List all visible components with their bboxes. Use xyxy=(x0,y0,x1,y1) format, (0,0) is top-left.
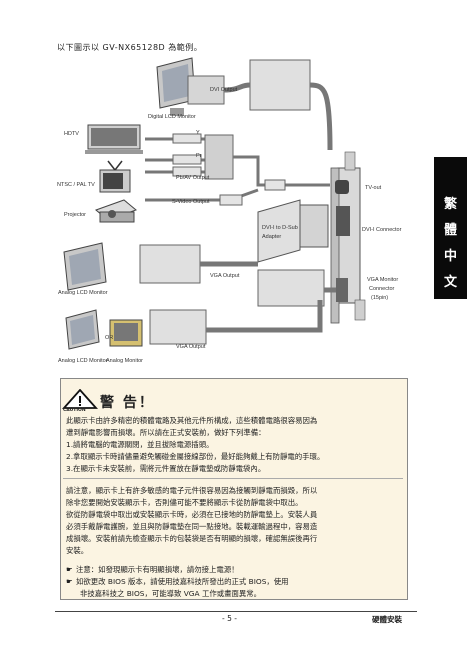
label-dvi-output: DVI Output xyxy=(210,87,238,93)
caution-para2-line: 請注意，顯示卡上有許多敏感的電子元件很容易因為接觸到靜電而損毀，所以 xyxy=(66,486,318,495)
projector-icon xyxy=(95,199,137,223)
label-dvi-dsub-1: DVI-I to D-Sub xyxy=(262,225,298,231)
label-vga-monitor-3: (15pin) xyxy=(371,295,388,301)
caution-para1-line: 3.在顯示卡未安裝前，需將元件置放在靜電墊或防靜電袋內。 xyxy=(66,464,266,473)
caution-para2-line: 除非您要開始安裝顯示卡，否則儘可能不要將顯示卡從防靜電袋中取出。 xyxy=(66,498,303,507)
dvi-cable xyxy=(187,59,333,151)
tv-out-port-icon xyxy=(335,180,349,194)
label-y: Y xyxy=(196,130,200,136)
footer-rule xyxy=(55,611,417,612)
caution-note-continued: 非技嘉科技之 BIOS，可能導致 VGA 工作或畫面異常。 xyxy=(80,589,262,598)
label-pb-av: Pb/AV Output xyxy=(176,175,210,181)
digital-lcd-monitor-icon xyxy=(156,57,196,116)
bottom-monitors xyxy=(65,309,143,350)
caution-title: 警 告！ xyxy=(100,395,155,411)
caution-para2-line: 欲從防靜電袋中取出或安裝顯示卡時，必須在已接地的防靜電墊上。安裝人員 xyxy=(66,510,318,519)
caution-box xyxy=(60,378,408,600)
label-pr: Pr xyxy=(196,153,202,159)
caution-para1-line: 2.拿取顯示卡時請儘量避免觸碰金屬接線部份，最好能夠戴上有防靜電的手環。 xyxy=(66,452,325,461)
label-vga-output-2: VGA Output xyxy=(176,344,206,350)
caution-word: CAUTION xyxy=(63,408,86,413)
side-tab-char: 文 xyxy=(443,275,457,290)
label-analog-lcd-2: Analog LCD Monitor xyxy=(58,358,108,364)
label-tv-out: TV-out xyxy=(365,185,382,191)
caution-para1-line: 此顯示卡由許多精密的積體電路及其他元件所構成，這些積體電路很容易因為 xyxy=(66,416,318,425)
note-text: 注意：如發現顯示卡有明顯損壞，請勿接上電源！ xyxy=(76,565,239,574)
label-svideo: S-Video Output xyxy=(172,199,210,205)
label-ntsc-pal: NTSC / PAL TV xyxy=(57,182,95,188)
label-dvi-connector: DVI-I Connector xyxy=(362,227,402,233)
label-analog-lcd-1: Analog LCD Monitor xyxy=(58,290,108,296)
graphics-card xyxy=(330,151,366,324)
intro-text: 以下圖示以 GV-NX65128D 為範例。 xyxy=(57,43,203,52)
label-vga-monitor-2: Connector xyxy=(369,286,395,292)
connection-diagram: Digital LCD Monitor DVI Output HDTV NTSC… xyxy=(57,57,402,364)
caution-para2-line: 成損壞。安裝前請先檢查顯示卡的包裝袋是否有明顯的損壞，確認無誤後再行 xyxy=(66,534,318,543)
section-title: 硬體安裝 xyxy=(372,615,402,624)
label-vga-output-1: VGA Output xyxy=(210,273,240,279)
component-cables xyxy=(145,133,330,206)
caution-note: ☛如欲更改 BIOS 版本，請使用技嘉科技所發出的正式 BIOS，使用 xyxy=(66,576,289,587)
hdtv-icon xyxy=(85,124,143,154)
side-tab-char: 繁 xyxy=(443,197,457,212)
label-analog-monitor: Analog Monitor xyxy=(106,358,143,364)
vga-port-icon xyxy=(336,278,348,302)
dvi-dsub-adapter-icon xyxy=(257,199,329,263)
vga-cables xyxy=(139,244,336,345)
label-hdtv: HDTV xyxy=(64,131,79,137)
label-dvi-dsub-2: Adapter xyxy=(262,234,281,240)
pointing-hand-icon: ☛ xyxy=(66,577,73,586)
side-tab-char: 體 xyxy=(443,223,457,238)
caution-note: ☛注意：如發現顯示卡有明顯損壞，請勿接上電源！ xyxy=(66,564,239,575)
label-digital-lcd: Digital LCD Monitor xyxy=(148,114,196,120)
caution-para1-line: 1.請將電腦的電源關閉，並且拔除電源插頭。 xyxy=(66,440,214,449)
caution-para2-line: 安裝。 xyxy=(66,546,89,555)
caution-para2-line: 必須手戴靜電護腕，並且與防靜電墊在同一點接地。裝載運輸過程中，容易造 xyxy=(66,522,318,531)
language-side-tab: 繁 體 中 文 xyxy=(434,157,467,299)
caution-para1-line: 遭到靜電影響而損壞。所以請在正式安裝前，做好下列準備： xyxy=(66,428,266,437)
label-or: OR xyxy=(105,335,113,341)
analog-lcd-monitor-icon xyxy=(63,242,107,291)
label-vga-monitor-1: VGA Monitor xyxy=(367,277,398,283)
dvi-port-icon xyxy=(336,206,350,236)
label-projector: Projector xyxy=(64,212,86,218)
ntsc-tv-icon xyxy=(99,160,131,193)
note-text: 如欲更改 BIOS 版本，請使用技嘉科技所發出的正式 BIOS，使用 xyxy=(76,577,289,586)
side-tab-char: 中 xyxy=(443,249,457,264)
caution-divider xyxy=(63,478,403,479)
pointing-hand-icon: ☛ xyxy=(66,565,73,574)
warning-triangle-icon xyxy=(62,389,98,409)
page-number: - 5 - xyxy=(222,614,237,623)
